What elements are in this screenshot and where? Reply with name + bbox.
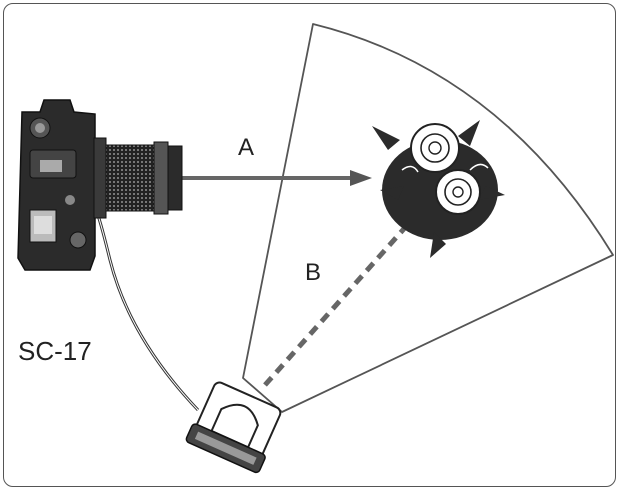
beam-b-line — [263, 220, 412, 387]
flash-unit-icon — [185, 381, 282, 474]
beam-a-label: A — [238, 134, 254, 161]
sc17-cord — [77, 183, 200, 412]
sc17-cord-inner — [77, 184, 199, 411]
beam-b-label: B — [305, 259, 321, 286]
beam-a-arrowhead — [350, 170, 372, 186]
sc17-label: SC-17 — [18, 336, 92, 366]
camera-icon — [17, 99, 183, 271]
flower-bouquet-icon — [372, 113, 505, 258]
